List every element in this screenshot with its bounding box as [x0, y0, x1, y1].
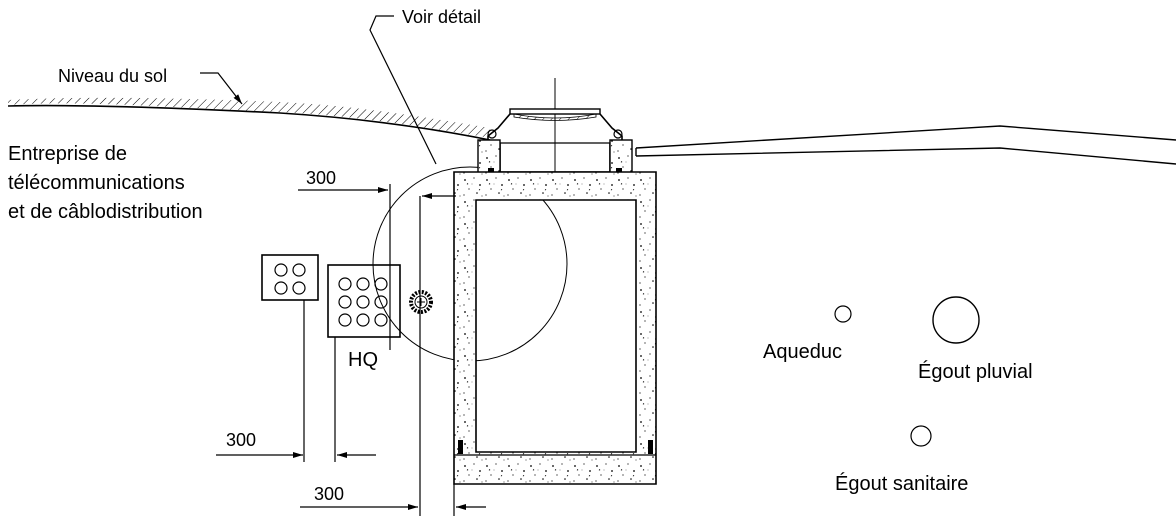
- dimension-middle-value: 300: [226, 430, 256, 450]
- dimension-top-value: 300: [306, 168, 336, 188]
- svg-text:Entreprise de: Entreprise de: [8, 143, 127, 165]
- sanitary-sewer-pipe: Égout sanitaire: [835, 425, 968, 495]
- dimension-middle: 300: [216, 300, 376, 462]
- svg-text:télécommunications: télécommunications: [8, 172, 185, 194]
- manhole-frame: [475, 78, 637, 201]
- dimension-bottom-value: 300: [314, 484, 344, 504]
- concrete-chamber: [453, 171, 657, 485]
- hq-label: HQ: [348, 349, 378, 371]
- ground-level-label: Niveau du sol: [58, 66, 167, 86]
- dimension-top: 300: [298, 168, 456, 350]
- sanitary-sewer-label: Égout sanitaire: [835, 472, 968, 495]
- hq-duct-bank: HQ: [327, 264, 401, 371]
- dimension-bottom: 300: [300, 196, 486, 516]
- telecom-duct-bank: [261, 254, 319, 301]
- detail-callout-label: Voir détail: [402, 7, 481, 27]
- aqueduct-label: Aqueduc: [763, 341, 842, 363]
- detail-callout: Voir détail: [369, 7, 568, 362]
- storm-sewer-label: Égout pluvial: [918, 360, 1033, 383]
- storm-sewer-pipe: Égout pluvial: [918, 296, 1033, 383]
- telecom-label: Entreprise de télécommunications et de c…: [8, 143, 203, 223]
- ground-level-callout: Niveau du sol: [58, 66, 243, 105]
- ground-surface: [7, 97, 1176, 165]
- svg-text:et de câblodistribution: et de câblodistribution: [8, 201, 203, 223]
- small-pipe: [409, 290, 433, 314]
- aqueduct-pipe: Aqueduc: [763, 305, 852, 363]
